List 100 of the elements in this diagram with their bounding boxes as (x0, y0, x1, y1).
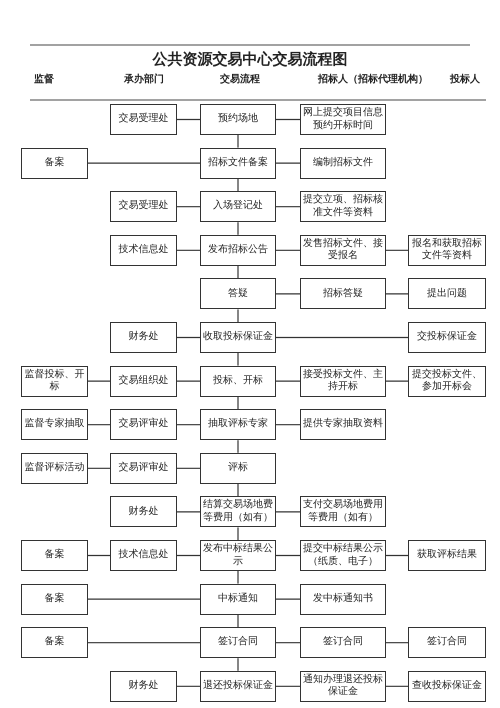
column-header: 监督 (34, 72, 54, 86)
process-box (200, 366, 276, 397)
connector-line (88, 380, 110, 382)
process-box (200, 627, 276, 658)
box-label: 提交投标文件、参加开标会 (411, 368, 483, 394)
connector-line (177, 250, 200, 251)
process-box (300, 627, 386, 658)
box-label: 交易评审处 (118, 418, 168, 431)
process-box (300, 148, 386, 179)
connector-line (276, 598, 300, 600)
process-box (408, 670, 486, 702)
connector-line (177, 511, 200, 512)
process-box (21, 540, 88, 571)
process-box (21, 148, 88, 179)
box-label: 支付交易场地费用等费用（如有） (303, 499, 383, 524)
process-box (21, 409, 88, 440)
connector-line (276, 380, 300, 382)
box-label: 发中标通知书 (313, 592, 373, 606)
connector-line (237, 527, 239, 540)
connector-line (237, 484, 239, 496)
box-label: 监督评标活动 (24, 462, 84, 475)
column-header: 承办部门 (124, 72, 164, 86)
connector-line (386, 380, 408, 382)
box-label: 备案 (44, 549, 64, 562)
connector-line (276, 206, 300, 208)
box-label: 退还投标保证金 (203, 680, 273, 693)
connector-line (88, 554, 110, 556)
process-box (21, 627, 88, 658)
connector-line (276, 336, 408, 338)
box-label: 签订合同 (323, 636, 363, 649)
connector-line (276, 118, 300, 120)
box-label: 招标文件备案 (208, 156, 268, 170)
box-label: 收取投标保证金 (203, 331, 273, 344)
connector-line (276, 424, 300, 426)
column-header: 交易流程 (220, 72, 260, 86)
process-box (300, 584, 386, 615)
connector-line (276, 250, 300, 251)
process-box (110, 366, 177, 397)
process-box (200, 104, 276, 135)
box-label: 备案 (44, 156, 64, 170)
connector-line (276, 554, 300, 556)
connector-line (237, 614, 239, 628)
box-label: 报名和获取招标文件等资料 (411, 238, 483, 263)
connector-line (177, 118, 200, 120)
column-header: 招标人（招标代理机构） (318, 72, 428, 86)
box-label: 技术信息处 (118, 244, 168, 257)
process-box (200, 278, 276, 310)
process-box (408, 322, 486, 353)
box-label: 发布招标公告 (208, 244, 268, 257)
connector-line (237, 135, 239, 148)
connector-line (386, 642, 408, 644)
box-label: 提交立项、招标核准文件等资料 (303, 194, 383, 220)
box-label: 财务处 (128, 331, 158, 344)
box-label: 接受投标文件、主持开标 (303, 368, 383, 394)
connector-line (177, 424, 200, 426)
connector-line (276, 511, 300, 512)
process-box (110, 409, 177, 440)
connector-line (386, 554, 408, 556)
box-label: 发布中标结果公示 (203, 543, 273, 568)
connector-line (276, 642, 300, 644)
box-label: 提交中标结果公示（纸质、电子） (303, 543, 383, 568)
box-label: 监督投标、开标 (24, 368, 85, 394)
box-label: 签订合同 (218, 636, 258, 649)
process-box (110, 191, 177, 222)
connector-line (237, 309, 239, 322)
diagram-title: 公共资源交易中心交易流程图 (151, 50, 348, 69)
connector-line (237, 571, 239, 584)
process-box (200, 191, 276, 222)
box-label: 答疑 (228, 288, 248, 300)
box-label: 预约场地 (218, 113, 258, 126)
box-label: 签订合同 (427, 636, 467, 649)
box-label: 财务处 (128, 680, 158, 693)
process-box (200, 322, 276, 353)
process-box (200, 452, 276, 484)
connector-line (276, 686, 300, 687)
box-label: 编制招标文件 (313, 156, 373, 170)
connector-line (276, 293, 300, 294)
connector-line (237, 178, 239, 192)
box-label: 评标 (228, 462, 248, 475)
connector-line (177, 336, 200, 338)
connector-line (237, 440, 239, 453)
connector-line (177, 554, 200, 556)
process-box (110, 104, 177, 135)
box-label: 交易组织处 (118, 374, 168, 388)
connector-line (237, 396, 239, 410)
box-label: 中标通知 (218, 592, 258, 606)
box-label: 查收投标保证金 (412, 680, 482, 693)
connector-line (237, 353, 239, 366)
connector-line (88, 468, 110, 469)
process-box (408, 278, 486, 310)
process-box (110, 322, 177, 353)
process-box (21, 584, 88, 615)
box-label: 备案 (44, 636, 64, 649)
process-box (408, 540, 486, 571)
box-label: 结算交易场地费等费用（如有） (203, 499, 273, 524)
connector-line (237, 658, 239, 671)
connector-line (88, 162, 200, 164)
connector-line (177, 468, 200, 469)
box-label: 监督专家抽取 (24, 418, 84, 431)
process-box (110, 496, 177, 528)
